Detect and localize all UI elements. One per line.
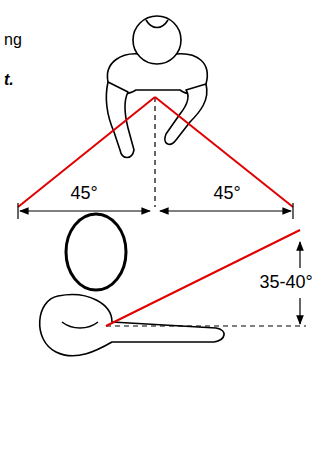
person-side-view [40, 214, 224, 356]
reach-angle-lines [18, 97, 293, 212]
cut-off-text: ng [2, 31, 24, 49]
angle-label: 45° [68, 184, 99, 204]
person-top-view [106, 16, 207, 158]
dimension-arrows [18, 203, 293, 219]
cut-off-text: t. [2, 71, 16, 89]
angle-label: 35-40° [257, 273, 314, 293]
angle-label: 45° [211, 184, 242, 204]
